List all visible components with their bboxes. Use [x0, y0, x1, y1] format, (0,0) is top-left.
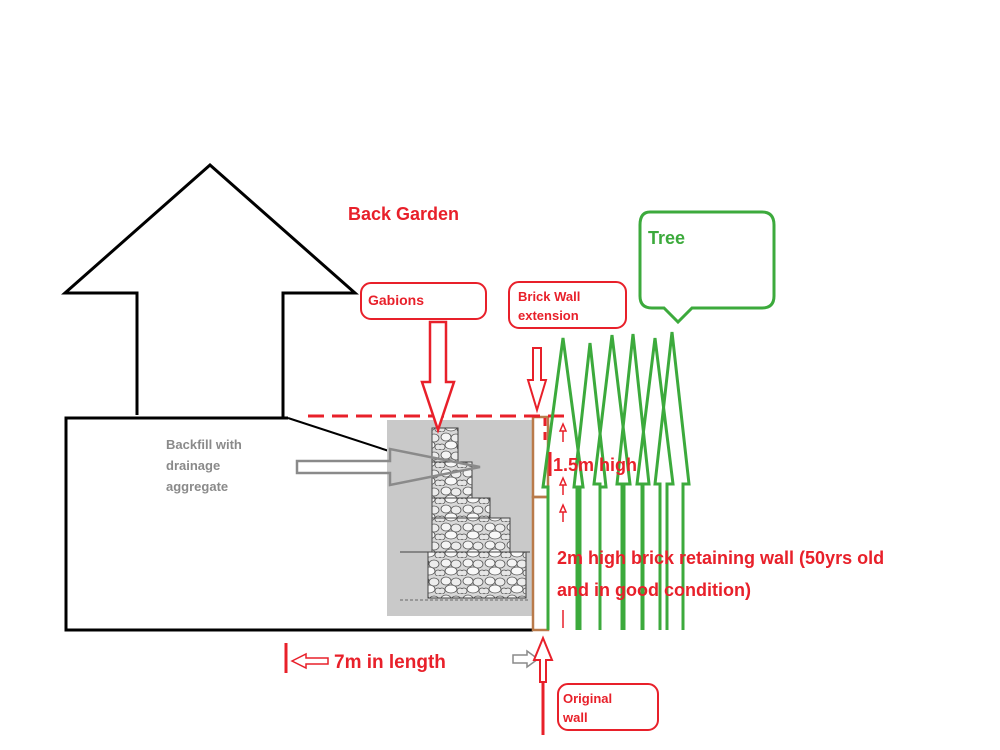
- gabions-label: Gabions: [368, 292, 424, 308]
- original-wall-label-line2: wall: [562, 710, 588, 725]
- garden-ground-outline: [64, 416, 533, 632]
- height-markers: [558, 422, 568, 628]
- backfill-arrow-icon: [295, 447, 481, 487]
- original-wall-callout: Original wall: [532, 635, 659, 735]
- length-annotation: 7m in length: [284, 643, 540, 673]
- tree-outline-icon: [541, 331, 691, 630]
- diagram-title: Back Garden: [348, 204, 459, 224]
- brick-wall-extension-label-line2: extension: [518, 308, 579, 323]
- tree-callout: Tree: [638, 210, 776, 325]
- backfill-label-line1: Backfill with: [166, 437, 242, 452]
- length-right-arrow-icon: [512, 649, 540, 669]
- extension-height-label: 1.5m high: [553, 455, 637, 475]
- house-outline-icon: [61, 162, 359, 418]
- gabions-callout: Gabions: [360, 282, 487, 434]
- gabion-section: [387, 420, 532, 616]
- original-wall-label-line1: Original: [563, 691, 612, 706]
- backfill-label-line3: aggregate: [166, 479, 228, 494]
- original-wall-arrow-icon: [532, 635, 554, 683]
- length-left-arrow-icon: [290, 652, 329, 670]
- brick-wall: [531, 415, 550, 632]
- gabions-arrow-icon: [420, 320, 456, 434]
- length-label: 7m in length: [334, 652, 446, 673]
- retaining-wall-label-line2: and in good condition): [557, 580, 751, 600]
- brick-wall-extension-arrow-icon: [526, 347, 548, 414]
- backfill-annotation: Backfill with drainage aggregate: [166, 437, 481, 494]
- tree-label: Tree: [648, 228, 685, 248]
- retaining-wall-label-line1: 2m high brick retaining wall (50yrs old: [557, 548, 884, 568]
- backfill-label-line2: drainage: [166, 458, 220, 473]
- brick-wall-extension-callout: Brick Wall extension: [508, 281, 627, 414]
- brick-wall-extension-label-line1: Brick Wall: [518, 289, 580, 304]
- original-brick-wall: [531, 495, 550, 632]
